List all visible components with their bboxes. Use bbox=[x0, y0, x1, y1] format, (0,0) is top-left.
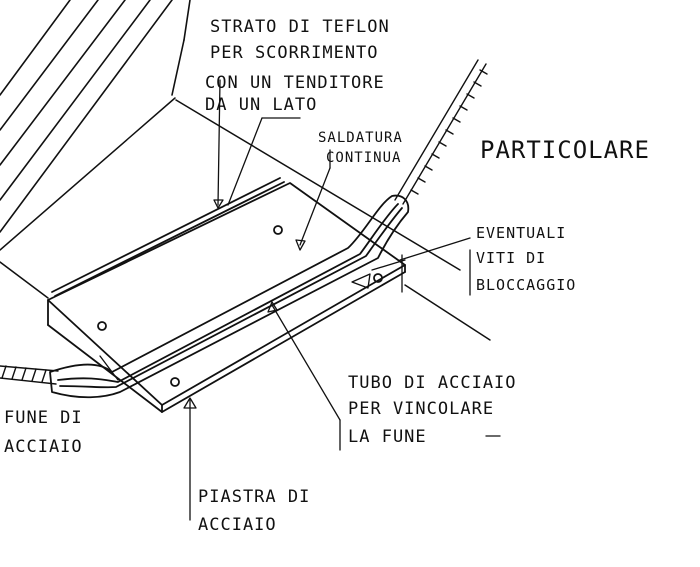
label-tubo-line3: LA FUNE bbox=[348, 427, 427, 447]
label-tubo-line2: PER VINCOLARE bbox=[348, 399, 494, 419]
label-tubo-line1: TUBO DI ACCIAIO bbox=[348, 373, 517, 393]
steel-tube bbox=[49, 194, 410, 399]
label-tenditore-line1: CON UN TENDITORE bbox=[205, 73, 385, 93]
label-piastra-line2: ACCIAIO bbox=[198, 515, 277, 535]
label-fune-line1: FUNE DI bbox=[4, 408, 83, 428]
label-particolare: PARTICOLARE bbox=[480, 136, 650, 164]
label-viti-line1: EVENTUALI bbox=[476, 224, 566, 242]
beam-outline bbox=[0, 97, 491, 341]
steel-cable-lower bbox=[0, 365, 59, 385]
label-fune-line2: ACCIAIO bbox=[4, 437, 83, 457]
label-saldatura-line1: SALDATURA bbox=[318, 130, 403, 146]
label-saldatura-line2: CONTINUA bbox=[326, 150, 401, 166]
label-viti-line2: VITI DI bbox=[476, 249, 546, 267]
steel-cable-upper bbox=[394, 59, 488, 205]
label-strato-line2: PER SCORRIMENTO bbox=[210, 43, 379, 63]
label-piastra-line1: PIASTRA DI bbox=[198, 487, 310, 507]
leader-lines bbox=[99, 79, 471, 521]
hatched-structure bbox=[0, 0, 191, 233]
label-viti-line3: BLOCCAGGIO bbox=[476, 276, 576, 294]
label-tenditore-line2: DA UN LATO bbox=[205, 95, 317, 115]
label-strato-line1: STRATO DI TEFLON bbox=[210, 17, 390, 37]
